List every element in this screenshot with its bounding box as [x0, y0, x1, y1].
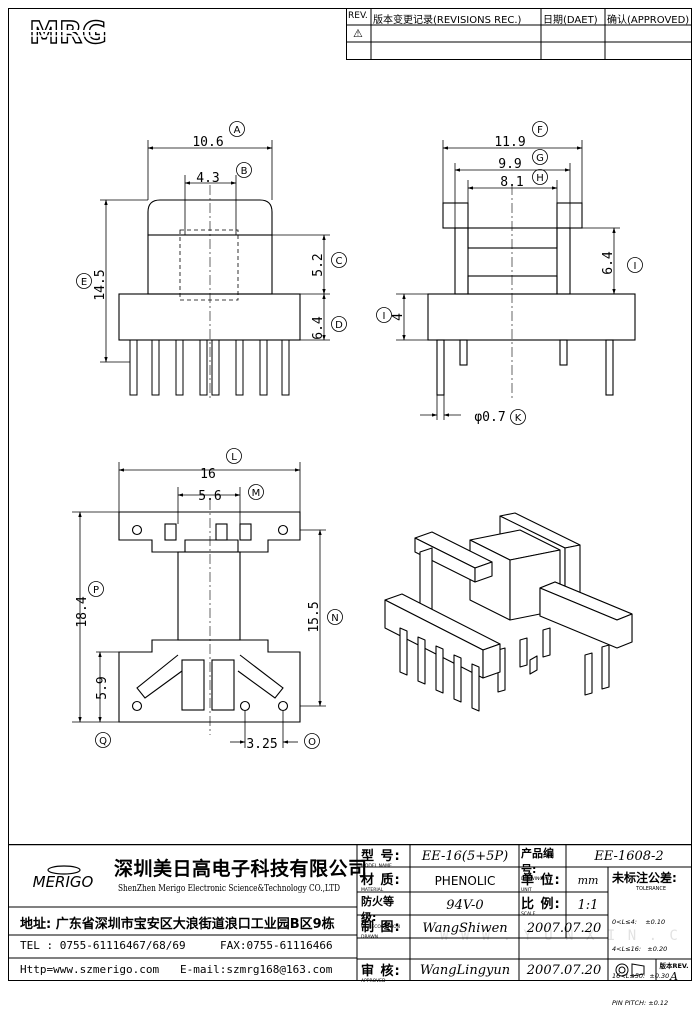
- front-view-dimensions: [100, 140, 330, 363]
- dim-c-value: 5.2: [311, 253, 326, 276]
- company-name-en: ShenZhen Merigo Electronic Science&Techn…: [118, 884, 341, 894]
- company-fax: FAX:0755-61116466: [220, 939, 333, 952]
- dim-e-value: 14.5: [93, 269, 108, 300]
- scale-label-cell: 比 例: SCALE: [521, 897, 561, 917]
- side-view: [427, 185, 636, 400]
- unit-label-cell: 单 位: UNIT: [521, 873, 561, 893]
- projection-symbol-icon: [615, 963, 645, 977]
- top-view: [118, 500, 301, 735]
- dim-c-label: C: [336, 256, 343, 267]
- dim-l-value: 16: [200, 467, 216, 482]
- dim-b-value: 4.3: [196, 171, 219, 186]
- dim-p-value: 18.4: [75, 596, 90, 627]
- rev-header: REV.: [348, 11, 368, 21]
- revisions-table: REV. 版本变更记录(REVISIONS REC.) 日期(DAET) 确认(…: [346, 8, 692, 60]
- logo-text: MRG: [29, 16, 107, 50]
- technical-drawing: 10.6 A 4.3 B 5.2 C 6.4 D 14.5 E: [72, 121, 643, 752]
- watermark: W W W . Y U N X I N . C O M: [440, 928, 690, 944]
- version-value: A: [670, 970, 678, 983]
- dim-q-value: 5.9: [95, 676, 110, 699]
- dim-p-label: P: [93, 585, 99, 596]
- dim-i-left-value: 4: [391, 313, 406, 321]
- version-cell: 版本REV. A: [657, 960, 691, 983]
- dim-l-label: L: [231, 452, 237, 463]
- dim-i-left-label: I: [383, 311, 386, 322]
- revisions-approved-header: 确认(APPROVED): [607, 15, 690, 26]
- drawn-date: 2007.07.20: [526, 921, 602, 936]
- mrg-logo: MRG: [14, 14, 122, 52]
- dim-k-label: K: [515, 413, 522, 424]
- front-view: [118, 185, 301, 400]
- dim-o-label: O: [308, 737, 316, 748]
- dim-m-value: 5.6: [198, 489, 221, 504]
- rev-triangle-icon: ⚠: [353, 27, 363, 40]
- dim-m-label: M: [252, 488, 261, 499]
- tolerance-cell: 未标注公差: TOLERANCE 0<L≤4: ±0.10 4<L≤16: ±0…: [612, 869, 690, 1026]
- merigo-logo: MERIGO: [18, 858, 108, 892]
- top-view-dimensions: [72, 462, 326, 748]
- model-value: EE-16(5+5P): [421, 849, 509, 864]
- company-address: 地址: 广东省深圳市宝安区大浪街道浪口工业园B区9栋: [20, 917, 335, 932]
- isometric-view: [384, 512, 633, 712]
- front-view-dim-text: 10.6 A 4.3 B 5.2 C 6.4 D 14.5 E: [76, 121, 347, 340]
- title-block: MERIGO 深圳美日高电子科技有限公司 ShenZhen Merigo Ele…: [8, 844, 692, 1007]
- material-label-cell: 材 质: MATERIAL: [361, 873, 401, 893]
- dim-h-value: 8.1: [500, 175, 523, 190]
- side-view-dimensions: [396, 140, 620, 420]
- merigo-logo-text: MERIGO: [33, 873, 94, 891]
- company-tel: TEL : 0755-61116467/68/69: [20, 939, 186, 952]
- revisions-desc-header: 版本变更记录(REVISIONS REC.): [373, 15, 522, 26]
- drawing-no-label-cell: 产品编号: DRAWING NO.: [521, 847, 554, 882]
- drawing-no-value: EE-1608-2: [594, 849, 664, 864]
- dim-k-value: φ0.7: [474, 410, 505, 425]
- dim-e-label: E: [81, 277, 87, 288]
- scale-value: 1:1: [577, 898, 599, 913]
- dim-g-value: 9.9: [498, 157, 521, 172]
- dim-i-right-value: 6.4: [601, 251, 616, 275]
- top-view-dim-text: 16 L 5.6 M 18.4 P 15.5 N 5.9 Q 3.25 O: [75, 448, 343, 752]
- dim-b-label: B: [241, 166, 248, 177]
- revisions-date-header: 日期(DAET): [543, 15, 598, 26]
- company-web: Http=www.szmerigo.com: [20, 963, 160, 976]
- ul-value: 94V-0: [446, 898, 484, 913]
- dim-f-value: 11.9: [494, 135, 525, 150]
- unit-value: mm: [577, 874, 599, 887]
- dim-d-label: D: [335, 320, 343, 331]
- company-email: E-mail:szmrg168@163.com: [180, 963, 333, 976]
- company-name-cn: 深圳美日高电子科技有限公司: [114, 858, 368, 880]
- dim-n-value: 15.5: [307, 601, 322, 632]
- dim-i-right-label: I: [634, 261, 637, 272]
- dim-d-value: 6.4: [311, 316, 326, 340]
- model-label-cell: 型 号: MODEL NAME: [361, 849, 401, 869]
- dim-h-label: H: [536, 173, 544, 184]
- dim-n-label: N: [331, 613, 338, 624]
- material-value: PHENOLIC: [434, 874, 496, 888]
- dim-f-label: F: [537, 125, 543, 136]
- approved-value: WangLingyun: [419, 963, 511, 978]
- dim-a-value: 10.6: [192, 135, 223, 150]
- side-view-dim-text: 11.9 F 9.9 G 8.1 H 6.4 I 4 I φ0.7 K: [376, 121, 643, 425]
- ul-label-cell: 防火等级: UL RECOGNITION: [361, 895, 401, 930]
- approved-date: 2007.07.20: [526, 963, 602, 978]
- dim-q-label: Q: [99, 736, 107, 747]
- dim-a-label: A: [234, 125, 241, 136]
- drawn-value: WangShiwen: [422, 921, 508, 936]
- approved-label-cell: 审 核: APPROVED: [361, 964, 401, 984]
- dim-o-value: 3.25: [246, 737, 277, 752]
- drawn-label-cell: 制 图: DRAWN: [361, 920, 401, 940]
- dim-g-label: G: [536, 153, 544, 164]
